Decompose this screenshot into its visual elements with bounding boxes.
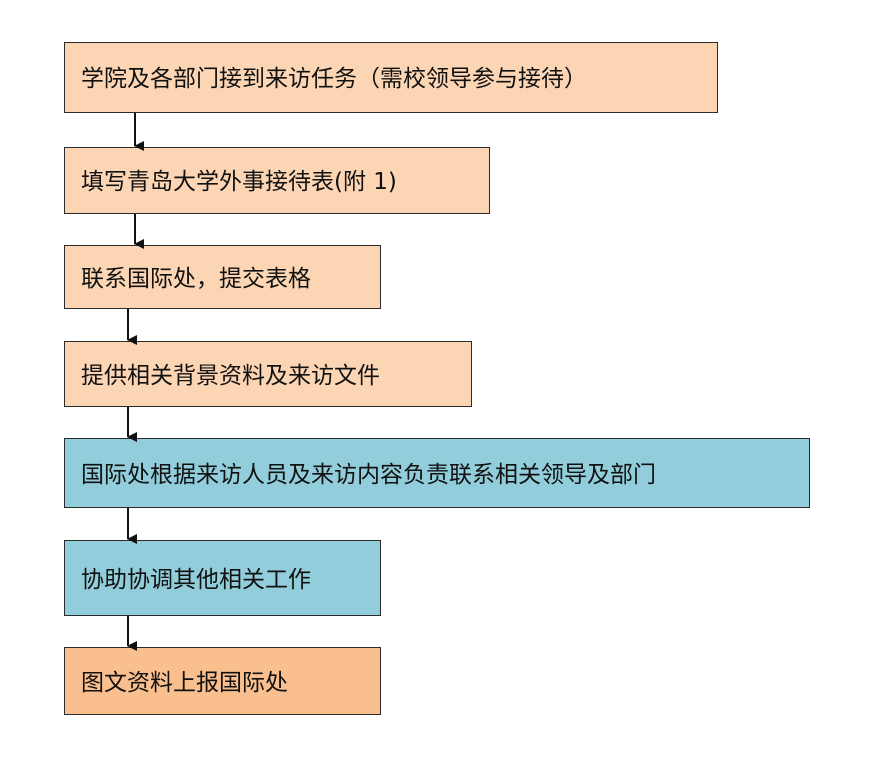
flow-step-receive-visit-task: 学院及各部门接到来访任务（需校领导参与接待） bbox=[64, 42, 718, 113]
flow-step-assist-coordination: 协助协调其他相关工作 bbox=[64, 540, 381, 616]
flow-step-label: 图文资料上报国际处 bbox=[81, 669, 288, 696]
flow-step-report-materials: 图文资料上报国际处 bbox=[64, 647, 381, 715]
flow-step-contact-international-office: 联系国际处，提交表格 bbox=[64, 245, 381, 309]
flow-step-label: 联系国际处，提交表格 bbox=[81, 265, 311, 292]
flow-step-label: 学院及各部门接到来访任务（需校领导参与接待） bbox=[81, 66, 587, 92]
flow-step-label: 协助协调其他相关工作 bbox=[81, 566, 311, 593]
flow-step-label: 提供相关背景资料及来访文件 bbox=[81, 362, 380, 389]
flow-step-provide-materials: 提供相关背景资料及来访文件 bbox=[64, 341, 472, 407]
flow-step-fill-reception-form: 填写青岛大学外事接待表(附 1) bbox=[64, 147, 490, 214]
flow-step-label: 填写青岛大学外事接待表(附 1) bbox=[81, 169, 397, 195]
flow-step-label: 国际处根据来访人员及来访内容负责联系相关领导及部门 bbox=[81, 461, 656, 488]
flow-step-office-contacts-leaders: 国际处根据来访人员及来访内容负责联系相关领导及部门 bbox=[64, 438, 810, 508]
